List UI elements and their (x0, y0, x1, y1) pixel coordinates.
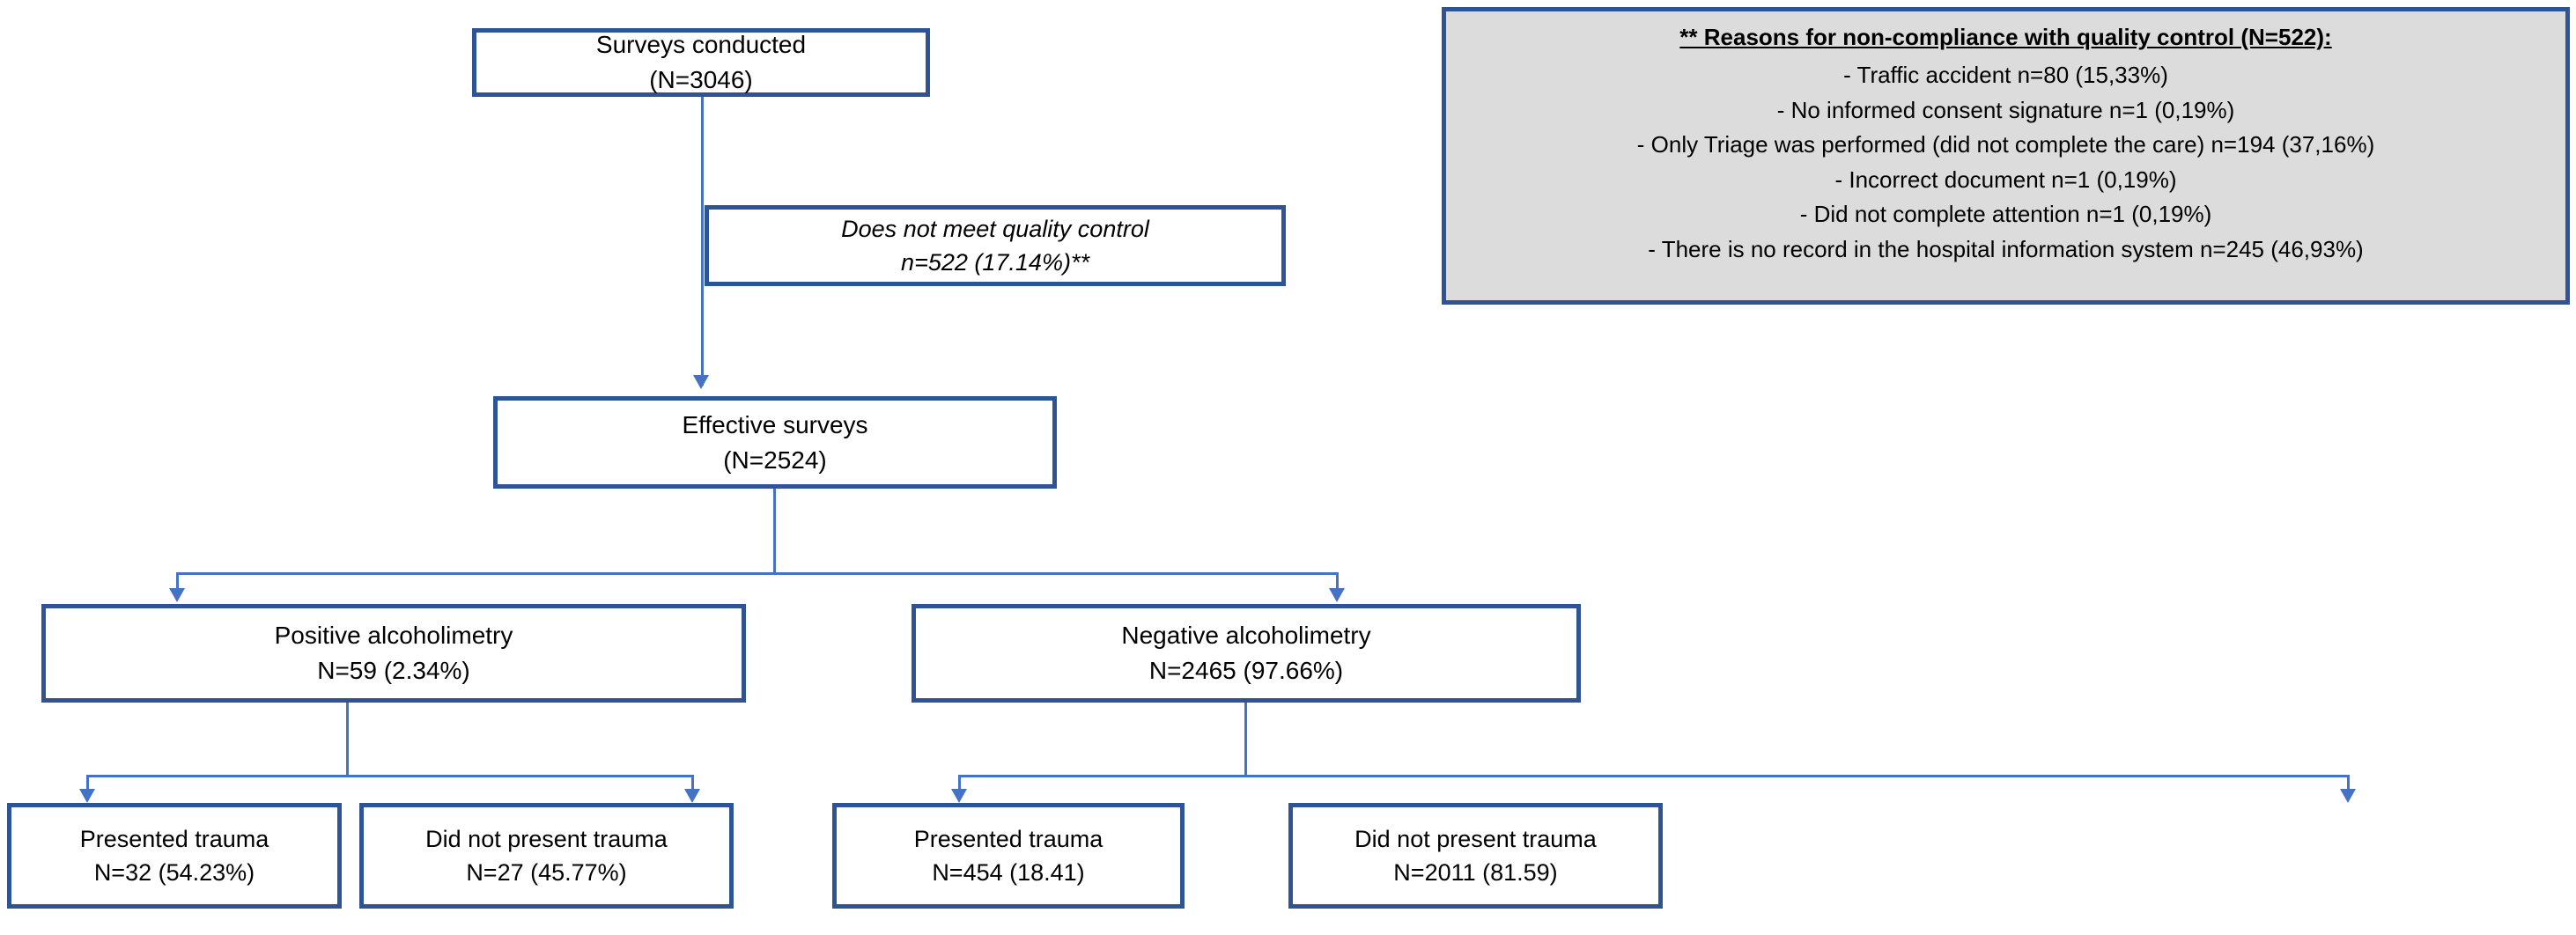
node-negative-alcoholimetry: Negative alcoholimetry N=2465 (97.66%) (912, 604, 1581, 703)
connector-negative-right-drop (2347, 775, 2350, 794)
arrowhead-positive-trauma-yes (79, 789, 95, 803)
connector-surveys-to-effective-lower (701, 205, 704, 386)
node-quality-control-excluded-line2: n=522 (17.14%)** (901, 249, 1089, 276)
connector-effective-right-drop (1336, 572, 1339, 594)
connector-surveys-to-effective (701, 97, 704, 205)
node-negative-trauma-no-line2: N=2011 (81.59) (1393, 859, 1558, 886)
node-negative-trauma-yes-line1: Presented trauma (913, 825, 1103, 852)
legend-item: - Only Triage was performed (did not com… (1636, 131, 2375, 158)
node-positive-trauma-yes-line2: N=32 (54.23%) (93, 859, 255, 886)
node-negative-trauma-yes-line2: N=454 (18.41) (932, 859, 1085, 886)
legend-item: - Incorrect document n=1 (0,19%) (1834, 166, 2177, 193)
connector-negative-stem (1244, 703, 1247, 775)
node-negative-alcoholimetry-line2: N=2465 (97.66%) (1148, 657, 1344, 684)
connector-effective-left-drop (176, 572, 179, 594)
legend-title: ** Reasons for non-compliance with quali… (1679, 24, 2332, 50)
node-effective-surveys: Effective surveys (N=2524) (493, 396, 1057, 489)
node-effective-surveys-line1: Effective surveys (682, 410, 868, 438)
node-quality-control-excluded-line1: Does not meet quality control (841, 215, 1149, 242)
node-negative-alcoholimetry-line1: Negative alcoholimetry (1121, 622, 1371, 650)
connector-positive-right-drop (691, 775, 694, 794)
connector-positive-bar (86, 775, 694, 777)
node-positive-trauma-yes: Presented trauma N=32 (54.23%) (7, 803, 342, 909)
arrowhead-negative-alcoholimetry (1329, 588, 1345, 602)
connector-negative-bar (958, 775, 2350, 777)
node-surveys-conducted: Surveys conducted (N=3046) (472, 28, 930, 97)
node-positive-trauma-no-line1: Did not present trauma (425, 825, 668, 852)
node-effective-surveys-line2: (N=2524) (723, 445, 827, 474)
node-surveys-conducted-line2: (N=3046) (649, 66, 753, 93)
legend-item: - No informed consent signature n=1 (0,1… (1776, 96, 2235, 123)
node-positive-alcoholimetry: Positive alcoholimetry N=59 (2.34%) (41, 604, 746, 703)
legend-item: - Did not complete attention n=1 (0,19%) (1799, 201, 2212, 228)
legend-panel: ** Reasons for non-compliance with quali… (1442, 7, 2570, 305)
node-positive-alcoholimetry-line2: N=59 (2.34%) (317, 657, 470, 684)
node-positive-trauma-no-line2: N=27 (45.77%) (466, 859, 627, 886)
node-positive-trauma-no: Did not present trauma N=27 (45.77%) (359, 803, 734, 909)
legend-item: - Traffic accident n=80 (15,33%) (1843, 62, 2168, 88)
node-negative-trauma-no: Did not present trauma N=2011 (81.59) (1288, 803, 1663, 909)
arrowhead-negative-trauma-yes (951, 789, 967, 803)
arrowhead-effective-surveys (693, 375, 709, 389)
connector-effective-stem (773, 489, 776, 572)
connector-effective-bar (176, 572, 1339, 575)
arrowhead-positive-trauma-no (684, 789, 700, 803)
node-negative-trauma-no-line1: Did not present trauma (1354, 825, 1597, 852)
legend-item: - There is no record in the hospital inf… (1648, 235, 2364, 262)
arrowhead-positive-alcoholimetry (169, 588, 185, 602)
node-positive-trauma-yes-line1: Presented trauma (79, 825, 269, 852)
node-surveys-conducted-line1: Surveys conducted (595, 31, 807, 59)
node-quality-control-excluded: Does not meet quality control n=522 (17.… (705, 205, 1286, 286)
connector-positive-left-drop (86, 775, 89, 794)
connector-positive-stem (346, 703, 349, 775)
connector-negative-left-drop (958, 775, 961, 794)
arrowhead-negative-trauma-no (2340, 789, 2356, 803)
node-negative-trauma-yes: Presented trauma N=454 (18.41) (832, 803, 1185, 909)
node-positive-alcoholimetry-line1: Positive alcoholimetry (274, 622, 513, 650)
